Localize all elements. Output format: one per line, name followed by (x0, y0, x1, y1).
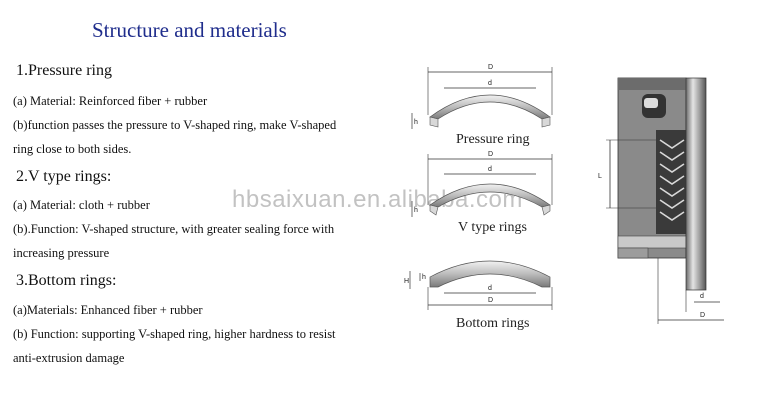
assembly-dim-D: D (700, 312, 705, 319)
bottom-ring-caption: Bottom rings (456, 316, 530, 331)
v-rings-material: (a) Material: cloth + rubber (13, 198, 150, 212)
bottom-rings-function-cont: anti-extrusion damage (13, 351, 125, 365)
v-rings-function-cont: increasing pressure (13, 246, 110, 260)
section-heading-bottom-rings: 3.Bottom rings: (16, 272, 117, 289)
pressure-ring-material: (a) Material: Reinforced fiber + rubber (13, 94, 208, 108)
page-title: Structure and materials (92, 18, 287, 42)
pressure-ring-diagram: D d h Pressure ring (411, 64, 553, 147)
pressure-ring-caption: Pressure ring (456, 132, 530, 147)
assembly-dim-L: L (598, 173, 602, 180)
v-dim-d: d (488, 166, 492, 173)
bottom-rings-material: (a)Materials: Enhanced fiber + rubber (13, 303, 203, 317)
bottom-dim-d: d (488, 285, 492, 292)
ring-diagrams: D d h Pressure ring D d h V type rings d… (404, 64, 553, 331)
bottom-ring-diagram: d D H h Bottom rings (404, 260, 553, 331)
v-ring-diagram: D d h V type rings (411, 151, 553, 235)
pressure-dim-h: h (414, 119, 418, 126)
pressure-ring-function-cont: ring close to both sides. (13, 142, 132, 156)
v-ring-caption: V type rings (458, 220, 527, 235)
section-heading-v-rings: 2.V type rings: (16, 168, 112, 185)
bottom-dim-H: H (404, 278, 409, 285)
assembly-cross-section: L d D (598, 77, 724, 324)
pressure-dim-D: D (488, 64, 493, 71)
pressure-ring-function: (b)function passes the pressure to V-sha… (13, 118, 337, 132)
bottom-rings-function: (b) Function: supporting V-shaped ring, … (13, 327, 336, 341)
v-rings-function: (b).Function: V-shaped structure, with g… (13, 222, 335, 236)
section-heading-pressure-ring: 1.Pressure ring (16, 62, 112, 79)
pressure-dim-d: d (488, 80, 492, 87)
v-dim-D: D (488, 151, 493, 158)
bottom-dim-D: D (488, 297, 493, 304)
assembly-dim-d: d (700, 293, 704, 300)
bottom-dim-h: h (422, 274, 426, 281)
v-dim-h: h (414, 207, 418, 214)
